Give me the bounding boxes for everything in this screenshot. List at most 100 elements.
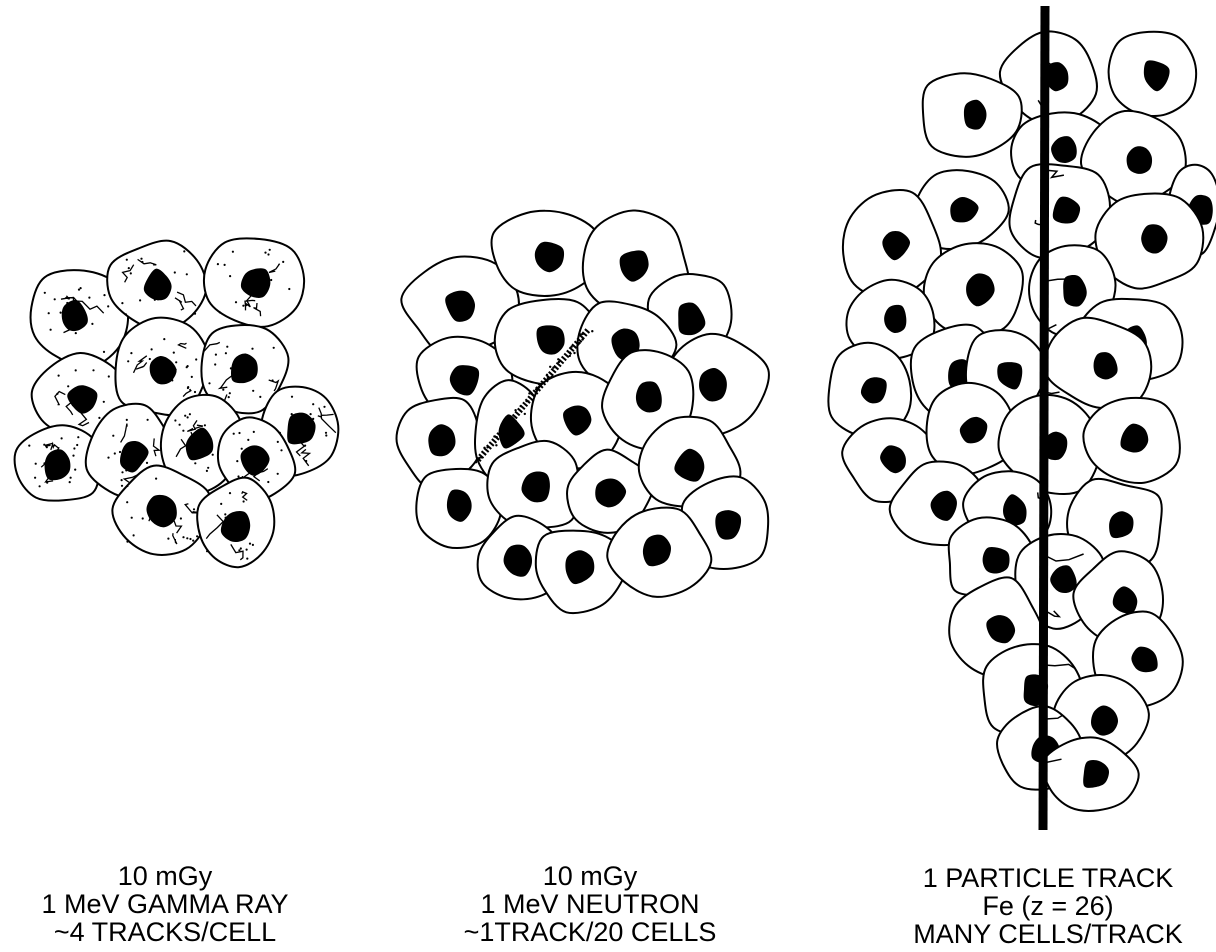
ionization-dot — [189, 538, 191, 540]
gamma-tracks-label: ~4 TRACKS/CELL — [10, 918, 320, 946]
ionization-dot — [69, 481, 71, 483]
ionization-dot — [325, 432, 327, 434]
ionization-dot — [151, 348, 153, 350]
ionization-dot — [228, 396, 230, 398]
ionization-dot — [206, 470, 208, 472]
ionization-dot — [310, 413, 312, 415]
recoil-ionization-dot — [505, 419, 507, 421]
ionization-dot — [126, 485, 128, 487]
ionization-dot — [58, 375, 60, 377]
recoil-ionization-dot — [528, 392, 530, 394]
gamma-dose-label: 10 mGy — [10, 862, 320, 890]
ionization-dot — [192, 540, 194, 542]
ionization-dot — [91, 323, 93, 325]
ionization-dot — [75, 369, 77, 371]
ionization-dot — [256, 449, 258, 451]
ionization-dot — [208, 382, 210, 384]
recoil-ionization-dot — [535, 388, 537, 390]
ionization-dot — [242, 305, 244, 307]
cell — [924, 243, 1023, 336]
ionization-dot — [277, 441, 279, 443]
ionization-dot — [80, 287, 82, 289]
ionization-dot — [128, 267, 130, 269]
ionization-dot — [130, 352, 132, 354]
ionization-dot — [229, 275, 231, 277]
ionization-dot — [139, 299, 141, 301]
ionization-dot — [108, 375, 110, 377]
recoil-ionization-dot — [549, 366, 551, 368]
ionization-dot — [171, 379, 173, 381]
ionization-dot — [103, 294, 105, 296]
ionization-dot — [253, 431, 255, 433]
recoil-ionization-dot — [486, 446, 488, 448]
ionization-dot — [252, 390, 254, 392]
ionization-dot — [126, 419, 128, 421]
ionization-dot — [48, 312, 50, 314]
ionization-dot — [142, 517, 144, 519]
ionization-dot — [251, 348, 253, 350]
ionization-dot — [237, 475, 239, 477]
recoil-ionization-dot — [558, 361, 560, 363]
ionization-dot — [214, 363, 216, 365]
ionization-dot — [279, 432, 281, 434]
ionization-dot — [43, 444, 45, 446]
ionization-dot — [282, 261, 284, 263]
recoil-ionization-dot — [525, 400, 527, 402]
ionization-dot — [245, 304, 247, 306]
ionization-dot — [130, 272, 132, 274]
ionization-dot — [72, 455, 74, 457]
ionization-dot — [126, 501, 128, 503]
ionization-dot — [259, 396, 261, 398]
ionization-dot — [141, 261, 143, 263]
ionization-dot — [251, 369, 253, 371]
ionization-dot — [323, 406, 325, 408]
ionization-dot — [259, 448, 261, 450]
recoil-ionization-dot — [501, 435, 503, 437]
ionization-dot — [206, 550, 208, 552]
ionization-dot — [233, 433, 235, 435]
ionization-dot — [269, 249, 271, 251]
ionization-dot — [309, 423, 311, 425]
recoil-ionization-dot — [508, 417, 510, 419]
ionization-dot — [56, 393, 58, 395]
ionization-dot — [220, 503, 222, 505]
ionization-dot — [119, 451, 121, 453]
ionization-dot — [194, 391, 196, 393]
recoil-ionization-dot — [546, 374, 548, 376]
ionization-dot — [84, 408, 86, 410]
ionization-dot — [291, 396, 293, 398]
ionization-dot — [174, 419, 176, 421]
ionization-dot — [304, 445, 306, 447]
ionization-dot — [212, 454, 214, 456]
ionization-dot — [131, 464, 133, 466]
ionization-dot — [121, 479, 123, 481]
ionization-dot — [107, 457, 109, 459]
ionization-dot — [34, 477, 36, 479]
ionization-dot — [270, 279, 272, 281]
ionization-dot — [312, 418, 314, 420]
ionization-dot — [196, 438, 198, 440]
ionization-dot — [175, 369, 177, 371]
ionization-dot — [140, 258, 142, 260]
recoil-ionization-dot — [475, 461, 477, 463]
ionization-dot — [187, 416, 189, 418]
ionization-dot — [163, 338, 165, 340]
ionization-dot — [238, 538, 240, 540]
ionization-dot — [44, 292, 46, 294]
ionization-dot — [215, 354, 217, 356]
recoil-ionization-dot — [552, 367, 554, 369]
ionization-dot — [182, 430, 184, 432]
ionization-dot — [246, 558, 248, 560]
gamma-ray-cell-cluster — [15, 238, 339, 567]
ionization-dot — [138, 455, 140, 457]
ionization-dot — [229, 392, 231, 394]
ionization-dot — [154, 299, 156, 301]
ionization-dot — [226, 346, 228, 348]
ionization-dot — [195, 358, 197, 360]
ionization-dot — [77, 436, 79, 438]
neutron-tracks-label: ~1TRACK/20 CELLS — [440, 918, 740, 946]
ionization-dot — [186, 537, 188, 539]
ionization-dot — [280, 449, 282, 451]
recoil-ionization-dot — [514, 409, 516, 411]
